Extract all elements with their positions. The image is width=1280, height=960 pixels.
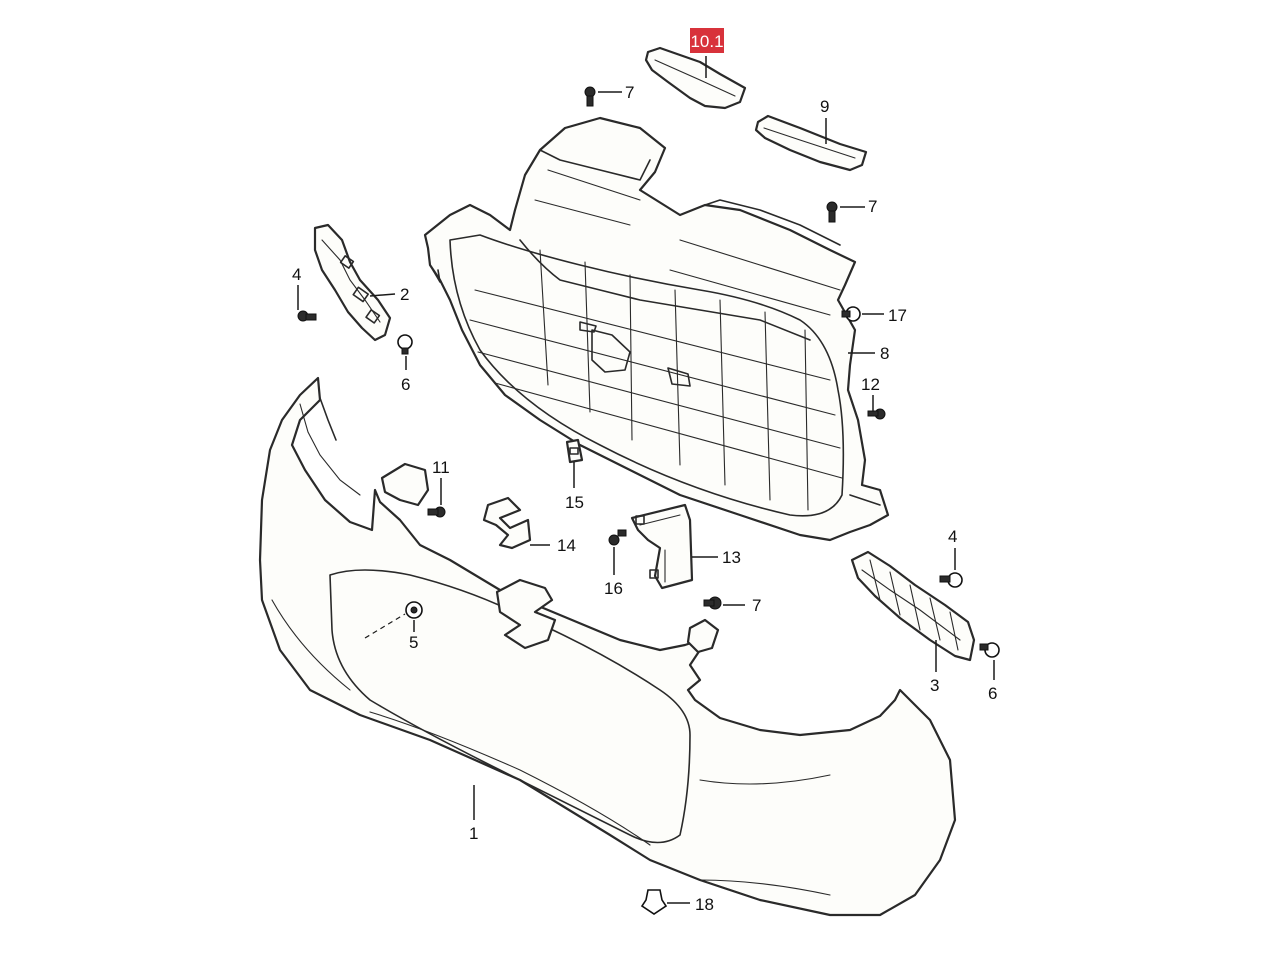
callout-6-right: 6	[988, 684, 997, 703]
callout-5: 5	[409, 633, 418, 652]
callout-13: 13	[722, 548, 741, 567]
callout-11: 11	[432, 458, 450, 477]
upper-garnish-right[interactable]	[754, 114, 868, 172]
screw-4-right[interactable]	[939, 572, 963, 588]
screw-4-left[interactable]	[297, 310, 317, 322]
callout-7-right: 7	[868, 197, 877, 216]
emblem-outline[interactable]	[482, 496, 532, 550]
leader-lines	[297, 56, 995, 904]
callout-14: 14	[557, 536, 576, 555]
front-grille[interactable]	[423, 116, 890, 542]
emblem-mount	[495, 578, 557, 650]
nut-5[interactable]	[405, 601, 423, 619]
clip-15[interactable]	[565, 438, 584, 464]
screw-7-lower[interactable]	[703, 596, 722, 610]
callout-17: 17	[888, 306, 907, 325]
callout-labels: 10.1 7 9 7 17 8 12 2 4 6 11 14 15 13 16 …	[292, 28, 997, 914]
callout-1: 1	[469, 824, 478, 843]
callout-10-1-highlight[interactable]: 10.1	[690, 28, 724, 53]
callout-6-left: 6	[401, 375, 410, 394]
clip-18[interactable]	[640, 889, 668, 915]
nut-6-right[interactable]	[979, 642, 1000, 658]
callout-10-1: 10.1	[690, 32, 723, 51]
callout-2: 2	[400, 285, 409, 304]
nut-6-left[interactable]	[397, 334, 413, 355]
callout-16: 16	[604, 579, 623, 598]
screw-17[interactable]	[841, 306, 861, 322]
callout-18: 18	[695, 895, 714, 914]
screw-16[interactable]	[608, 529, 627, 546]
screw-11[interactable]	[427, 506, 446, 518]
right-bumper-bracket[interactable]	[850, 550, 976, 662]
callout-12: 12	[861, 375, 880, 394]
screw-12[interactable]	[867, 408, 886, 420]
callout-8: 8	[880, 344, 889, 363]
callout-7-top: 7	[625, 83, 634, 102]
left-bumper-bracket[interactable]	[313, 223, 392, 342]
callout-9: 9	[820, 97, 829, 116]
upper-garnish-left[interactable]	[644, 46, 747, 110]
bumper-clip-left	[380, 462, 430, 507]
center-bracket[interactable]	[630, 503, 694, 590]
bumper-clip-right	[686, 618, 720, 654]
callout-3: 3	[930, 676, 939, 695]
screw-7-right[interactable]	[826, 201, 838, 223]
callout-7-lower: 7	[752, 596, 761, 615]
screw-7-top[interactable]	[584, 86, 596, 107]
callout-4-left: 4	[292, 265, 301, 284]
bumper-cover[interactable]	[258, 376, 957, 917]
callout-15: 15	[565, 493, 584, 512]
callout-4-right: 4	[948, 527, 957, 546]
